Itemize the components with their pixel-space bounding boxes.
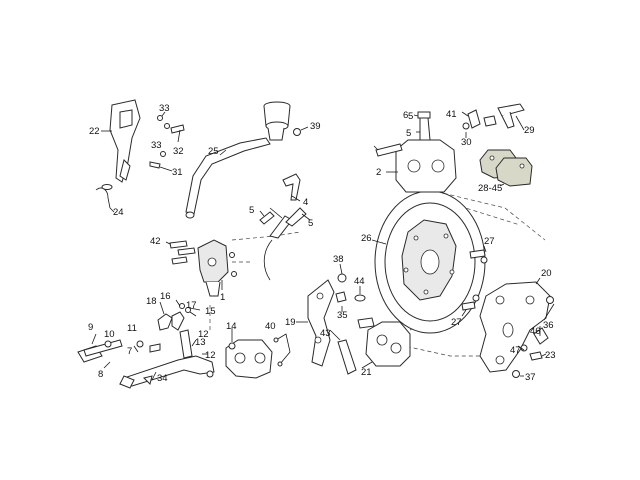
callout-23: 23 bbox=[545, 350, 556, 361]
callout-5: 5 bbox=[408, 111, 413, 122]
callout-10: 10 bbox=[104, 329, 115, 340]
callout-40: 40 bbox=[265, 321, 276, 332]
bracket-small-parts bbox=[512, 296, 555, 378]
callout-5: 5 bbox=[406, 128, 411, 139]
bracket-19 bbox=[296, 279, 335, 367]
callout-2: 2 bbox=[376, 167, 381, 178]
callout-26: 26 bbox=[361, 233, 372, 244]
callout-28-45: 28-45 bbox=[478, 183, 502, 194]
callout-12: 12 bbox=[198, 329, 209, 340]
rear-caliper-21 bbox=[357, 317, 411, 369]
callout-21: 21 bbox=[361, 367, 372, 378]
callout-31: 31 bbox=[172, 167, 183, 178]
front-caliper-2 bbox=[373, 111, 457, 193]
callout-32: 32 bbox=[173, 146, 184, 157]
brake-pedal-assembly bbox=[77, 329, 215, 389]
callout-17: 17 bbox=[186, 300, 197, 311]
brake-pads-28-45 bbox=[479, 149, 533, 187]
callout-47: 47 bbox=[510, 345, 521, 356]
pad-clip-29 bbox=[497, 103, 525, 131]
callout-19: 19 bbox=[285, 317, 296, 328]
callout-33: 33 bbox=[159, 103, 170, 114]
callout-35: 35 bbox=[337, 310, 348, 321]
bolts-27 bbox=[461, 245, 488, 317]
callout-46: 46 bbox=[530, 326, 541, 337]
brake-cable-24 bbox=[95, 184, 115, 213]
callout-34: 34 bbox=[157, 373, 168, 384]
fittings-38-44-35 bbox=[335, 263, 366, 312]
callout-33: 33 bbox=[151, 140, 162, 151]
reservoir-hose-25 bbox=[185, 101, 309, 219]
callout-27: 27 bbox=[484, 236, 495, 247]
pipe-40 bbox=[273, 333, 291, 367]
callout-labels: 1 2 4 5 5 5 5 6 7 8 9 10 11 12 12 13 14 … bbox=[88, 103, 556, 384]
callout-41: 41 bbox=[446, 109, 457, 120]
callout-38: 38 bbox=[333, 254, 344, 265]
callout-7: 7 bbox=[127, 346, 132, 357]
callout-22: 22 bbox=[89, 126, 100, 137]
callout-27: 27 bbox=[451, 317, 462, 328]
callout-43: 43 bbox=[320, 328, 331, 339]
rear-master-cylinder-bracket bbox=[101, 99, 141, 183]
fittings-4-5 bbox=[259, 173, 311, 281]
front-brake-disc bbox=[371, 190, 486, 334]
callout-16: 16 bbox=[160, 291, 171, 302]
callout-5: 5 bbox=[249, 205, 254, 216]
callout-12: 12 bbox=[205, 350, 216, 361]
callout-4: 4 bbox=[303, 197, 308, 208]
callout-11: 11 bbox=[127, 323, 137, 334]
hose-43 bbox=[329, 329, 357, 375]
callout-14: 14 bbox=[226, 321, 237, 332]
callout-13: 13 bbox=[195, 337, 206, 348]
callout-37: 37 bbox=[525, 372, 536, 383]
callout-29: 29 bbox=[524, 125, 535, 136]
pin-41-30 bbox=[461, 109, 497, 138]
callout-36: 36 bbox=[543, 320, 554, 331]
callout-9: 9 bbox=[88, 322, 93, 333]
callout-44: 44 bbox=[354, 276, 365, 287]
bolts-33-32 bbox=[149, 111, 185, 172]
callout-24: 24 bbox=[113, 207, 124, 218]
callout-20: 20 bbox=[541, 268, 552, 279]
callout-18: 18 bbox=[146, 296, 157, 307]
callout-39: 39 bbox=[310, 121, 321, 132]
callout-30: 30 bbox=[461, 137, 472, 148]
callout-42: 42 bbox=[150, 236, 161, 247]
callout-5: 5 bbox=[308, 218, 313, 229]
caliper-bracket-14 bbox=[225, 328, 273, 379]
callout-8: 8 bbox=[98, 369, 103, 380]
rear-pump-body bbox=[165, 239, 237, 297]
callout-25: 25 bbox=[208, 146, 219, 157]
small-parts-15-18 bbox=[157, 299, 201, 331]
caliper-bracket-20 bbox=[479, 277, 551, 373]
callout-6: 6 bbox=[403, 110, 408, 121]
callout-15: 15 bbox=[205, 306, 216, 317]
callout-1: 1 bbox=[220, 292, 225, 303]
